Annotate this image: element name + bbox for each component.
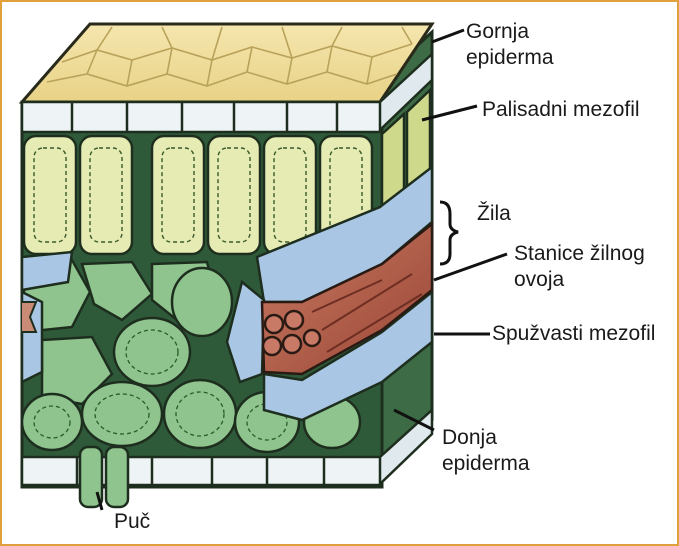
label-upper-epidermis-line1: Gornja <box>466 20 529 44</box>
label-upper-epidermis-line2: epiderma <box>466 46 554 70</box>
label-vein: Žila <box>477 202 511 226</box>
label-bundle-sheath-line2: ovoja <box>514 268 564 292</box>
label-palisade-mesophyll: Palisadni mezofil <box>482 98 640 122</box>
label-lower-epidermis-line2: epiderma <box>442 452 530 476</box>
label-stoma: Puč <box>114 510 150 534</box>
upper-epidermis-edge <box>22 102 382 132</box>
label-lower-epidermis-line1: Donja <box>442 426 497 450</box>
label-spongy-mesophyll: Spužvasti mezofil <box>492 322 655 346</box>
label-bundle-sheath-line1: Stanice žilnog <box>514 242 645 266</box>
